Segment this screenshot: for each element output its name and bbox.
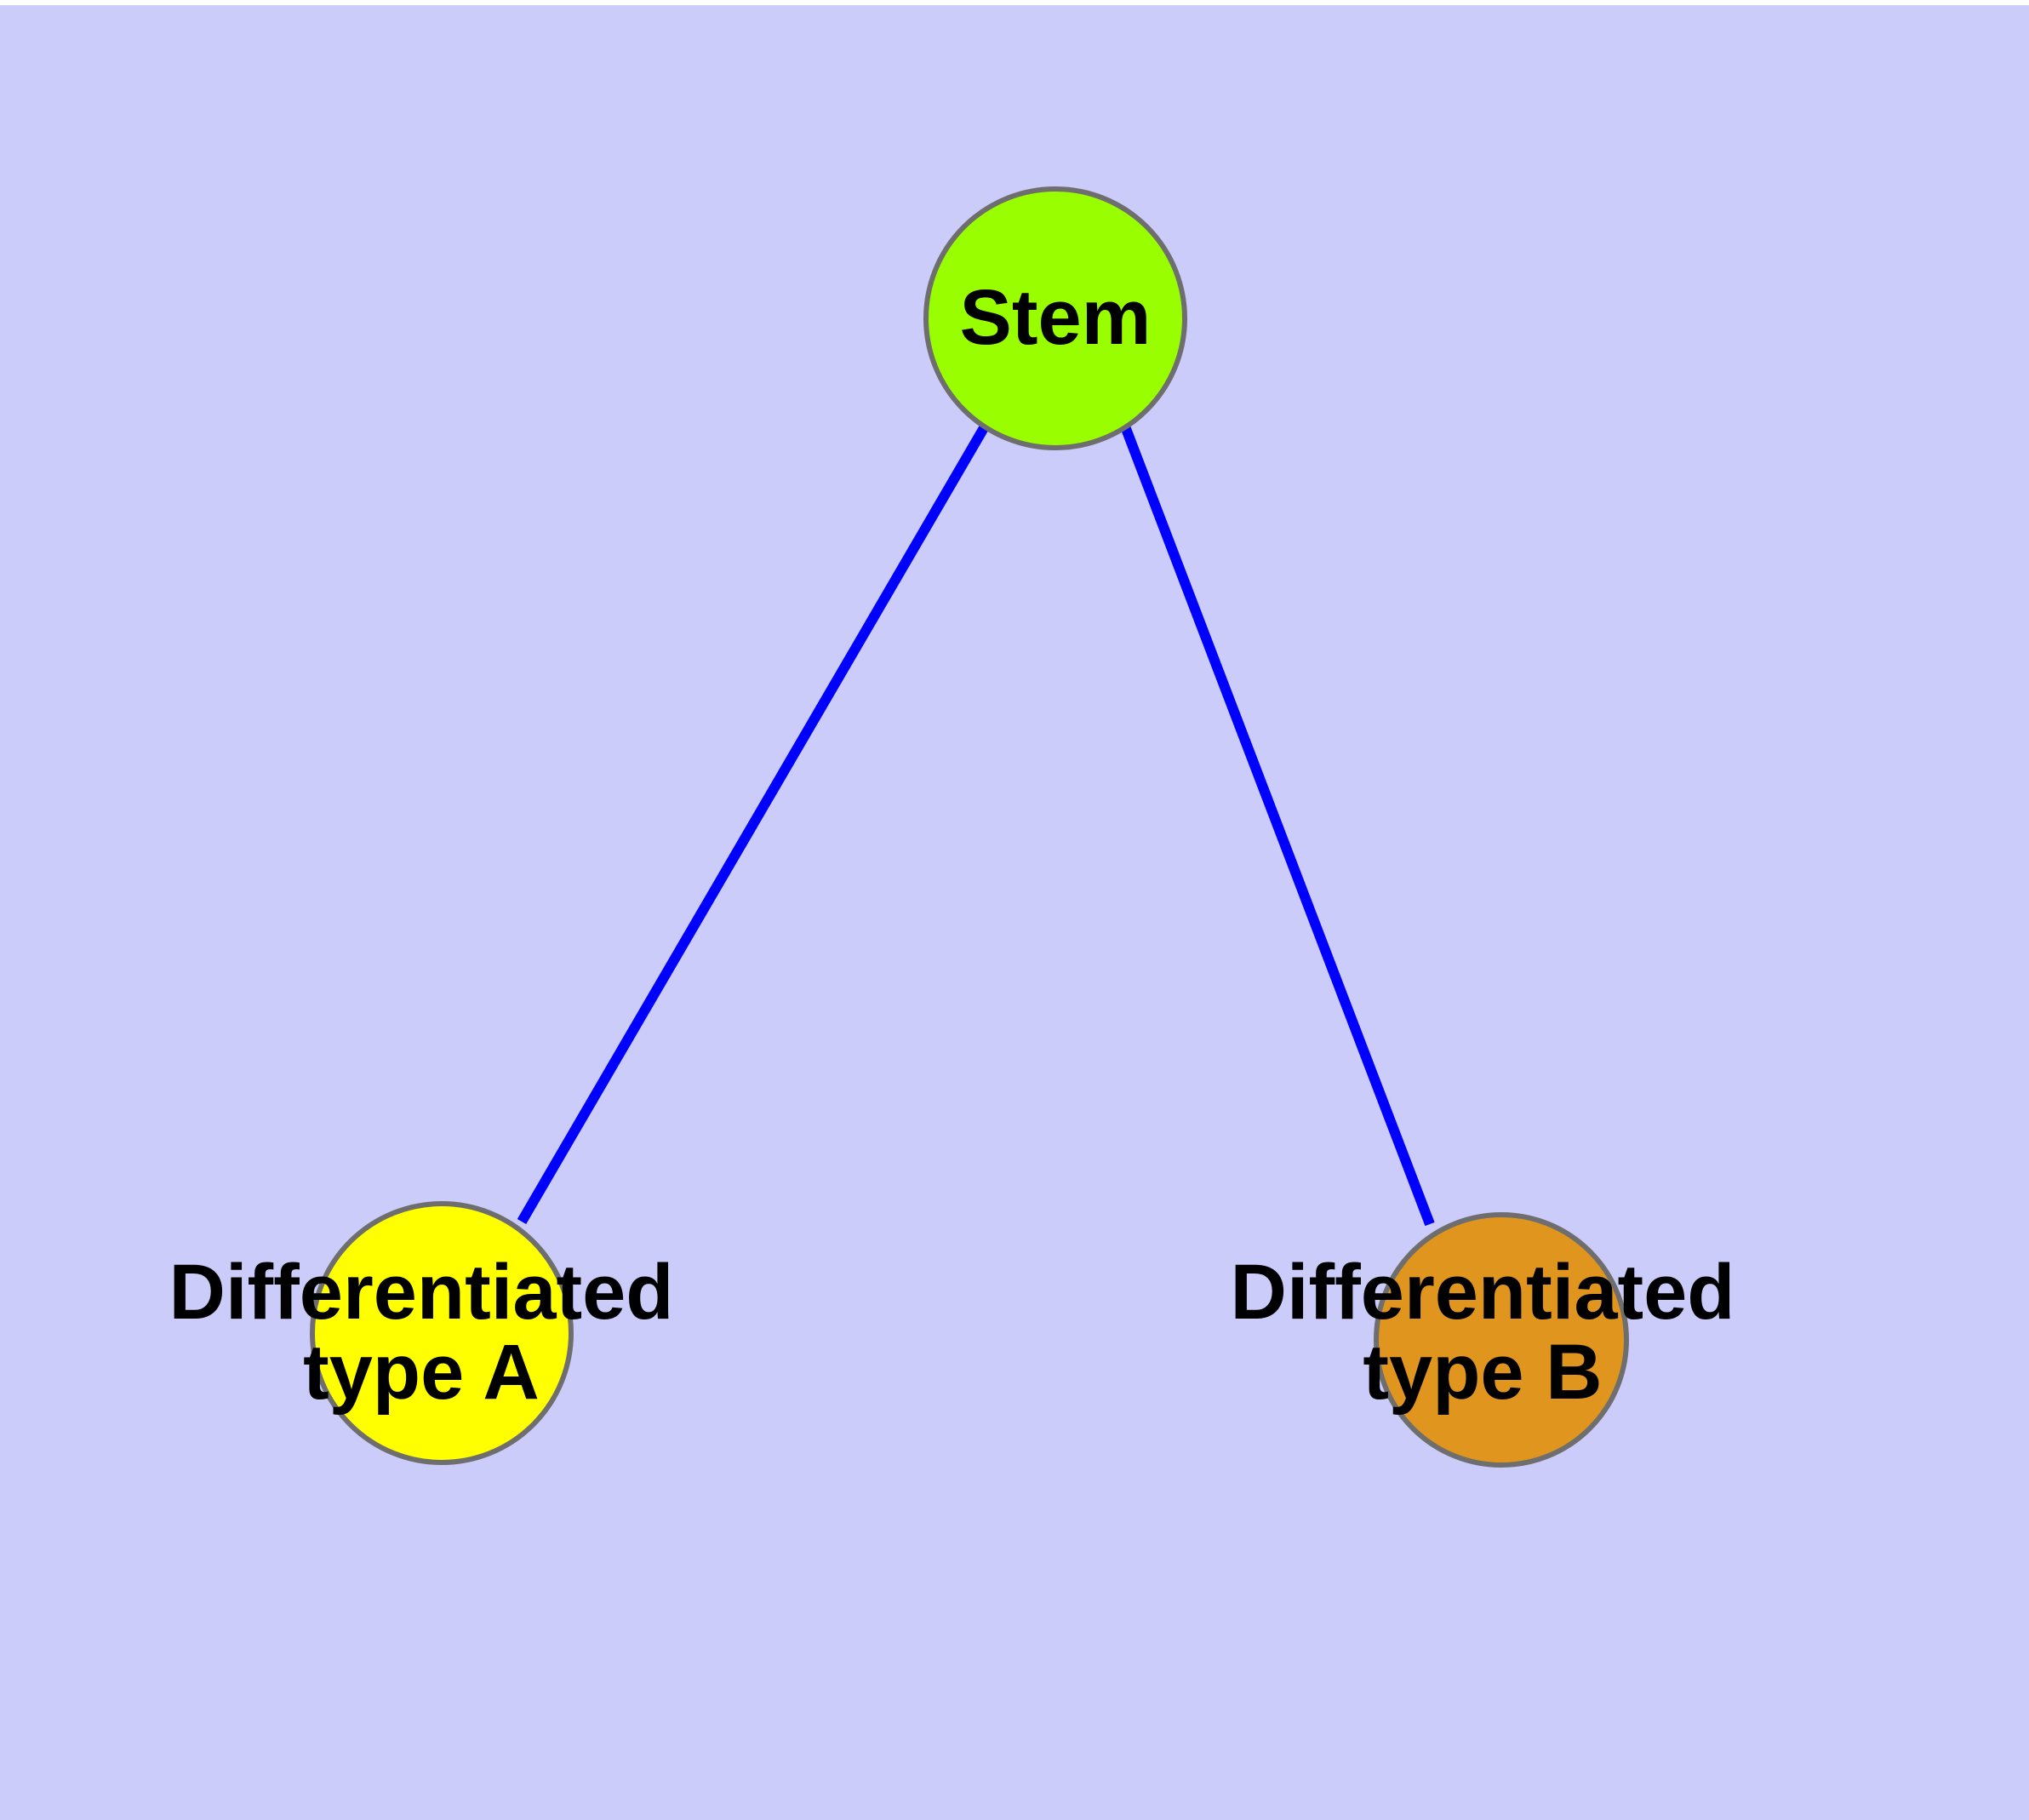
node-diff-a[interactable] <box>310 1201 574 1465</box>
node-diff-b[interactable] <box>1374 1212 1629 1468</box>
edge-stem-to-diff-a[interactable] <box>517 423 990 1225</box>
edges-group <box>517 423 1435 1227</box>
node-stem[interactable] <box>923 186 1187 450</box>
edge-stem-to-diff-b[interactable] <box>1120 424 1435 1227</box>
nodes-group <box>310 186 1629 1468</box>
